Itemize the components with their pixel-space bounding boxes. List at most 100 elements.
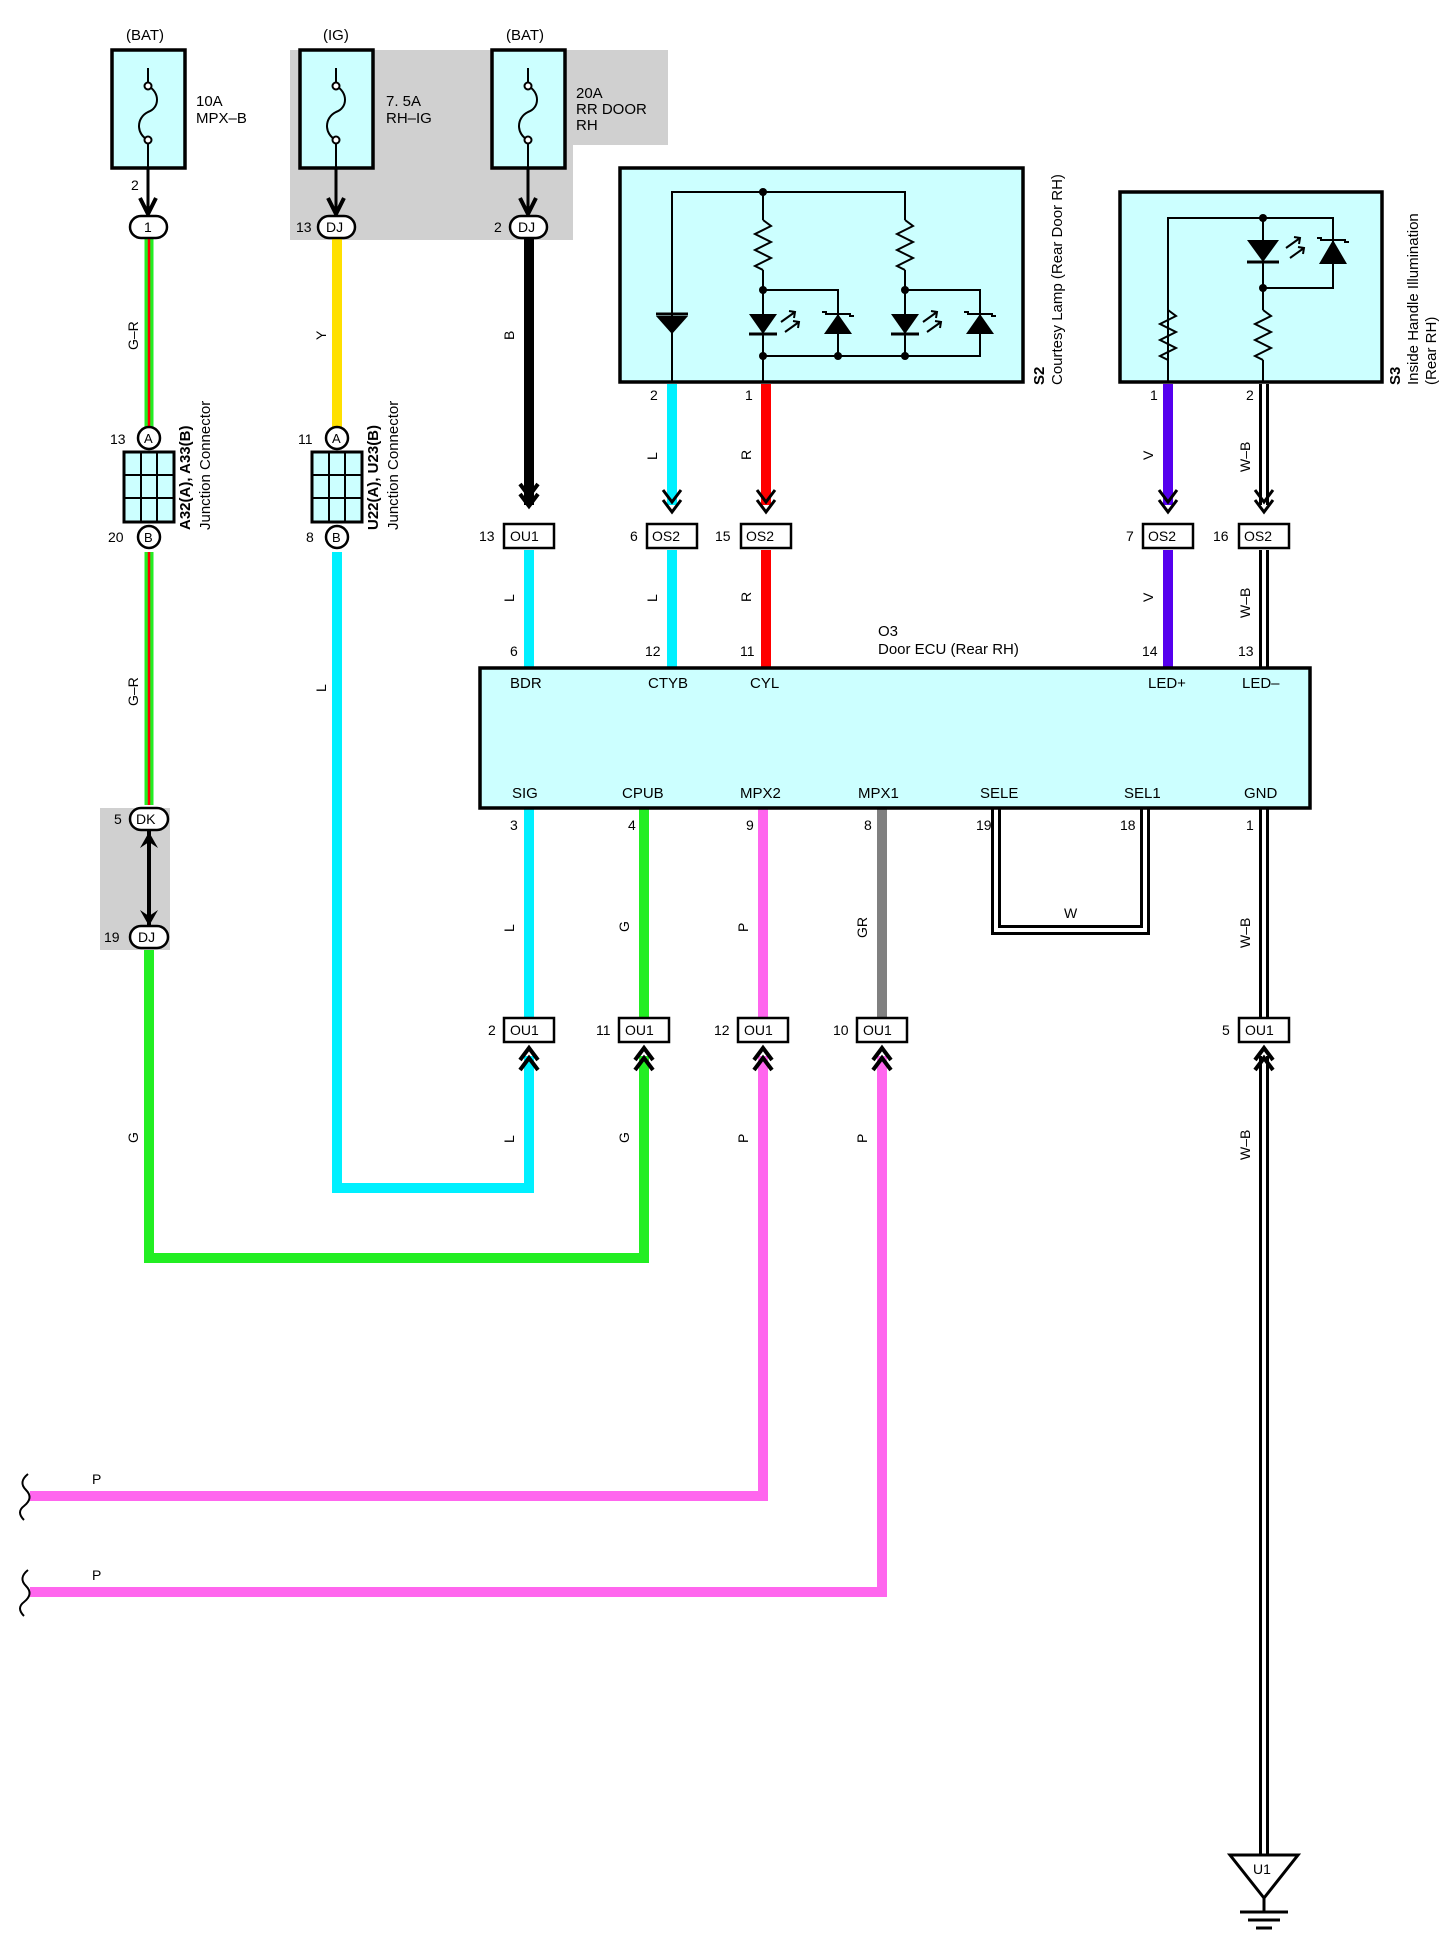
lc-3-name: OU1 (744, 1022, 773, 1038)
ecu-top-pin-led-plus: 14 (1142, 643, 1158, 659)
wire-break-2 (19, 1569, 31, 1617)
wl-w-b-1: W–B (1237, 442, 1253, 472)
wl-w-b-3: W–B (1237, 918, 1253, 948)
lc-2-pin: 11 (596, 1022, 611, 1038)
s2-pin-2: 2 (650, 387, 658, 403)
uc-2-pin: 6 (630, 528, 638, 544)
lc-5-name: OU1 (1245, 1022, 1274, 1038)
lower-connectors (502, 1016, 1291, 1072)
ecu-label-led-minus: LED– (1242, 675, 1280, 692)
wl-w-b-2: W–B (1237, 588, 1253, 618)
s3-code: S3 (1387, 367, 1404, 385)
wl-p-4: P (92, 1471, 101, 1487)
ecu-label-mpx2: MPX2 (740, 785, 781, 802)
courtesy-lamp-s2 (618, 166, 1025, 384)
ecu-bottom-pin-mpx2: 9 (746, 817, 754, 833)
ground-label: U1 (1253, 1861, 1271, 1877)
uc-1-name: OU1 (510, 528, 539, 544)
wire-break-1 (19, 1473, 31, 1521)
wl-y: Y (313, 330, 329, 340)
junction-u22-u23: A B (310, 425, 364, 550)
fuse-1-source: (BAT) (126, 27, 164, 44)
wl-l-2: L (501, 594, 517, 602)
ecu-label-bdr: BDR (510, 675, 542, 692)
ecu-top-pin-led-minus: 13 (1238, 643, 1254, 659)
lc-1-pin: 2 (488, 1022, 496, 1038)
ecu-label-sig: SIG (512, 785, 538, 802)
junction-2-pin-a: 11 (298, 431, 313, 447)
svg-text:B: B (144, 530, 153, 545)
door-ecu-o3 (478, 666, 1312, 810)
s3-pin-1: 1 (1150, 387, 1158, 403)
lc-4-pin: 10 (833, 1022, 849, 1038)
ecu-label-led-plus: LED+ (1148, 675, 1186, 692)
lc-2-name: OU1 (625, 1022, 654, 1038)
wl-g-r-2: G–R (125, 677, 141, 706)
wl-g-r-1: G–R (125, 321, 141, 350)
fuse-3-pin: 2 (494, 219, 502, 235)
wl-p-3: P (854, 1134, 870, 1143)
ground-u1 (1226, 1853, 1302, 1930)
ecu-label-mpx1: MPX1 (858, 785, 899, 802)
connector-dj-pin: 19 (104, 929, 120, 945)
wl-l-6: L (644, 594, 660, 602)
uc-3-pin: 15 (715, 528, 731, 544)
lc-1-name: OU1 (510, 1022, 539, 1038)
junction-2-name: U22(A), U23(B) (365, 425, 382, 530)
wl-g-2: G (616, 921, 632, 932)
handle-illumination-s3 (1118, 190, 1384, 384)
wire-p-out2 (30, 1056, 887, 1597)
s3-name2: (Rear RH) (1423, 317, 1440, 385)
fuse-1-rating: 10A (196, 93, 223, 110)
fuse-1-name: MPX–B (196, 110, 247, 127)
wl-w-b-4: W–B (1237, 1130, 1253, 1160)
fuse-rr-door-rh (490, 48, 567, 219)
junction-1-name: A32(A), A33(B) (177, 426, 194, 530)
fuse-3-source: (BAT) (506, 27, 544, 44)
svg-text:DJ: DJ (138, 929, 155, 945)
wl-p-5: P (92, 1567, 101, 1583)
fuse-2-source: (IG) (323, 27, 349, 44)
fuse-1-pin: 2 (131, 177, 139, 193)
wl-p-2: P (735, 1134, 751, 1143)
junction-1-pin-b: 20 (108, 529, 124, 545)
wl-l-4: L (501, 1135, 517, 1143)
junction-a32-a33: A B (122, 425, 176, 550)
svg-text:B: B (332, 530, 341, 545)
uc-5-pin: 16 (1213, 528, 1229, 544)
s3-pin-2: 2 (1246, 387, 1254, 403)
fuse-2-rating: 7. 5A (386, 93, 421, 110)
junction-2-pin-b: 8 (306, 529, 314, 545)
svg-text:DK: DK (136, 811, 156, 827)
s3-name: Inside Handle Illumination (1405, 213, 1422, 385)
fuse-3-name: RR DOOR (576, 101, 647, 118)
uc-4-name: OS2 (1148, 528, 1176, 544)
junction-2-desc: Junction Connector (385, 401, 402, 530)
s2-pin-1: 1 (745, 387, 753, 403)
wire-l-loop (332, 552, 534, 1193)
fuse-3-extra: RH (576, 117, 598, 134)
lc-4-name: OU1 (863, 1022, 892, 1038)
ecu-bottom-pin-cpub: 4 (628, 817, 636, 833)
ecu-bottom-pin-mpx1: 8 (864, 817, 872, 833)
svg-text:1: 1 (144, 219, 152, 235)
ecu-bottom-pin-gnd: 1 (1246, 817, 1254, 833)
ecu-top-pin-bdr: 6 (510, 643, 518, 659)
ecu-top-pin-cyl: 11 (740, 643, 755, 659)
svg-text:A: A (332, 431, 341, 446)
wire-g-loop (144, 950, 649, 1263)
connector-dk: DK (128, 806, 170, 832)
s2-code: S2 (1031, 367, 1048, 385)
connector-1: 1 (128, 214, 169, 240)
ecu-label-gnd: GND (1244, 785, 1278, 802)
wl-gr: GR (854, 917, 870, 938)
junction-1-pin-a: 13 (110, 431, 126, 447)
lc-3-pin: 12 (714, 1022, 730, 1038)
ecu-label-cpub: CPUB (622, 785, 664, 802)
upper-connectors (502, 482, 1291, 550)
svg-text:DJ: DJ (518, 219, 535, 235)
svg-text:DJ: DJ (326, 219, 343, 235)
s2-name: Courtesy Lamp (Rear Door RH) (1049, 174, 1066, 385)
junction-1-desc: Junction Connector (197, 401, 214, 530)
